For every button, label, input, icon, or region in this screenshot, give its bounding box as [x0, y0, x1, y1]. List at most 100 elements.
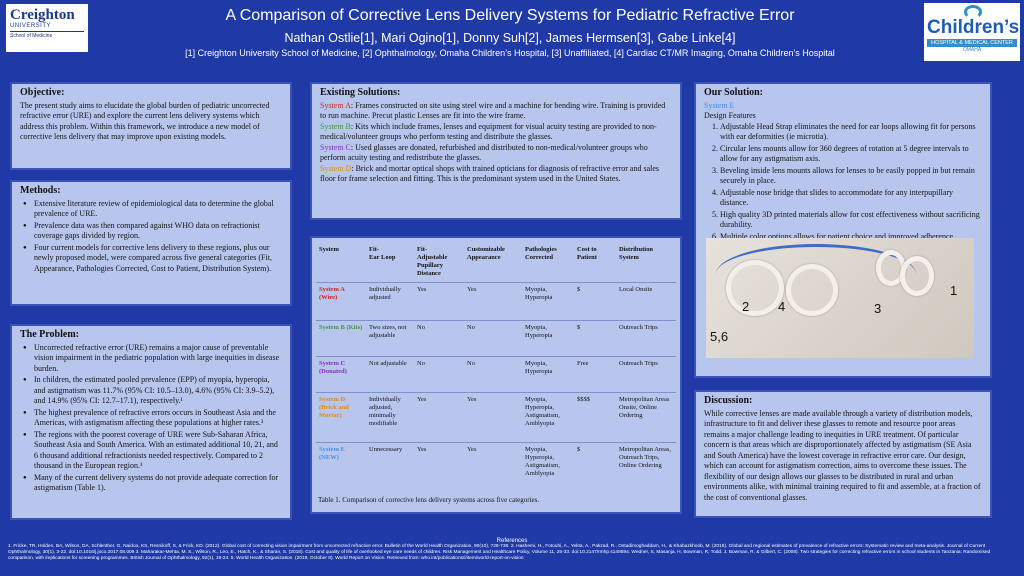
table-cell: Metropolitan Areas Onsite, Online Orderi…	[616, 392, 676, 443]
solution-feature: Multiple color options allows for patien…	[720, 232, 982, 243]
objective-heading: Objective:	[20, 87, 65, 98]
methods-heading: Methods:	[20, 185, 61, 196]
table-cell: $	[574, 282, 616, 321]
table-cell: No	[414, 320, 464, 357]
solution-feature: Adjustable nose bridge that slides to ac…	[720, 188, 982, 209]
photo-label: 2	[742, 299, 750, 314]
system-b-text: : Kits which include frames, lenses and …	[320, 121, 657, 142]
table-header-system: System	[319, 246, 339, 253]
childrens-logo-name: Children’s	[927, 17, 1020, 38]
existing-solutions-panel: Existing Solutions: System A: Frames con…	[310, 82, 682, 220]
childrens-logo-sub: HOSPITAL & MEDICAL CENTER	[927, 39, 1017, 47]
table-cell: Myopia, Hyperopia	[522, 320, 574, 357]
problem-list: Uncorrected refractive error (URE) remai…	[20, 343, 282, 494]
solution-system-label: System E	[704, 100, 735, 110]
discussion-panel: Discussion: While corrective lenses are …	[694, 390, 992, 518]
solution-feature: High quality 3D printed materials allow …	[720, 210, 982, 231]
table-header-cost: Cost to Patient	[577, 246, 597, 261]
table-cell: Two sizes, not adjustable	[366, 320, 414, 357]
table-cell: Myopia, Hyperopia	[522, 356, 574, 393]
table-cell: Not adjustable	[366, 356, 414, 393]
table-cell: Yes	[464, 282, 522, 321]
system-b-label: System B	[320, 121, 351, 131]
table-cell: Unnecessary	[366, 442, 414, 487]
table-row: System C (Donated) Not adjustable No No …	[316, 356, 676, 393]
glasses-lens-right	[786, 264, 838, 316]
methods-item: Four current models for corrective lens …	[20, 243, 282, 275]
table-row: System B (Kits) Two sizes, not adjustabl…	[316, 320, 676, 357]
table-cell: Myopia, Hyperopia, Astigmatism, Amblyopi…	[522, 392, 574, 443]
table-cell: Individually adjusted	[366, 282, 414, 321]
table-cell: Myopia, Hyperopia	[522, 282, 574, 321]
references-section: References 1. Fricke, TR, Holden, BA, Wi…	[0, 538, 1024, 576]
table-header-fit-ear-loop: Fit-Ear Loop	[369, 246, 396, 261]
poster-header: Creighton UNIVERSITY School of Medicine …	[0, 0, 1024, 66]
methods-panel: Methods: Extensive literature review of …	[10, 180, 292, 306]
solution-feature: Beveling inside lens mounts allows for l…	[720, 166, 982, 187]
table-cell-system: System E (NEW)	[316, 442, 366, 487]
references-text: 1. Fricke, TR, Holden, BA, Wilson, DA, S…	[8, 544, 991, 561]
comparison-table-panel: System Fit-Ear Loop Fit-Adjustable Pupil…	[310, 236, 682, 514]
table-row: System E (NEW) Unnecessary Yes Yes Myopi…	[316, 442, 676, 487]
glasses-photo: 1 2 3 4 5,6	[706, 238, 974, 358]
solution-feature-list: Adjustable Head Strap eliminates the nee…	[704, 122, 982, 243]
references-heading: References	[496, 538, 528, 544]
system-c-text: : Used glasses are donated, refurbished …	[320, 142, 648, 163]
our-solution-panel: Our Solution: System E Design Features A…	[694, 82, 992, 378]
head-strap	[716, 244, 916, 304]
problem-panel: The Problem: Uncorrected refractive erro…	[10, 324, 292, 520]
table-cell: Outreach Trips	[616, 320, 676, 357]
problem-item: In children, the estimated pooled preval…	[20, 375, 282, 407]
poster-authors: Nathan Ostlie[1], Mari Ogino[1], Donny S…	[284, 31, 736, 45]
table-row: System A (Wire) Individually adjusted Ye…	[316, 282, 676, 321]
glasses-lens-left	[726, 260, 784, 316]
table-cell: Metropolitan Areas, Outreach Trips, Onli…	[616, 442, 676, 487]
existing-system-c: System C: Used glasses are donated, refu…	[320, 143, 672, 164]
table-row: System D (Brick and Mortar) Individually…	[316, 392, 676, 443]
table-cell: Yes	[414, 282, 464, 321]
creighton-logo-sub: UNIVERSITY	[10, 23, 52, 29]
table-cell: Individually adjusted, minimally modifia…	[366, 392, 414, 443]
solution-feature: Adjustable Head Strap eliminates the nee…	[720, 122, 982, 143]
methods-item: Extensive literature review of epidemiol…	[20, 199, 282, 220]
discussion-heading: Discussion:	[704, 395, 753, 406]
objective-text: The present study aims to elucidate the …	[20, 100, 270, 142]
existing-heading: Existing Solutions:	[320, 87, 401, 98]
table-cell: Myopia, Hyperopia, Astigmatism, Amblyopi…	[522, 442, 574, 487]
poster-title: A Comparison of Corrective Lens Delivery…	[225, 7, 795, 24]
table-cell: Yes	[464, 392, 522, 443]
system-d-label: System D	[320, 163, 352, 173]
creighton-logo-school: School of Medicine	[10, 31, 84, 39]
poster-affiliations: [1] Creighton University School of Medic…	[185, 48, 835, 58]
creighton-logo-name: Creighton	[10, 7, 75, 23]
existing-system-d: System D: Brick and mortar optical shops…	[320, 164, 672, 185]
creighton-logo: Creighton UNIVERSITY School of Medicine	[6, 4, 88, 52]
solution-heading: Our Solution:	[704, 87, 763, 98]
solution-subheading: Design Features	[704, 111, 756, 120]
photo-label: 4	[778, 299, 786, 314]
childrens-hospital-logo: Children’s HOSPITAL & MEDICAL CENTER OMA…	[924, 3, 1020, 61]
table-cell: Yes	[414, 392, 464, 443]
table-cell: Yes	[464, 442, 522, 487]
problem-item: The regions with the poorest coverage of…	[20, 430, 282, 472]
problem-item: The highest prevalence of refractive err…	[20, 408, 282, 429]
existing-system-b: System B: Kits which include frames, len…	[320, 122, 672, 143]
photo-label: 1	[950, 283, 958, 298]
childrens-logo-city: OMAHA	[962, 47, 982, 53]
table-cell: $$$$	[574, 392, 616, 443]
table-cell: No	[464, 356, 522, 393]
table-cell: Free	[574, 356, 616, 393]
system-a-label: System A	[320, 100, 351, 110]
table-cell-system: System D (Brick and Mortar)	[316, 392, 366, 443]
table-cell: $	[574, 442, 616, 487]
table-header-fit-pd: Fit-Adjustable Pupillary Distance	[417, 246, 448, 277]
table-header-distribution: Distribution System	[619, 246, 653, 261]
table-cell: Outreach Trips	[616, 356, 676, 393]
methods-item: Prevalence data was then compared agains…	[20, 221, 282, 242]
table-cell: No	[414, 356, 464, 393]
table-cell-system: System B (Kits)	[316, 320, 366, 357]
system-c-label: System C	[320, 142, 351, 152]
problem-heading: The Problem:	[20, 329, 79, 340]
photo-label: 3	[874, 301, 882, 316]
table-header-row: System Fit-Ear Loop Fit-Adjustable Pupil…	[316, 242, 676, 283]
